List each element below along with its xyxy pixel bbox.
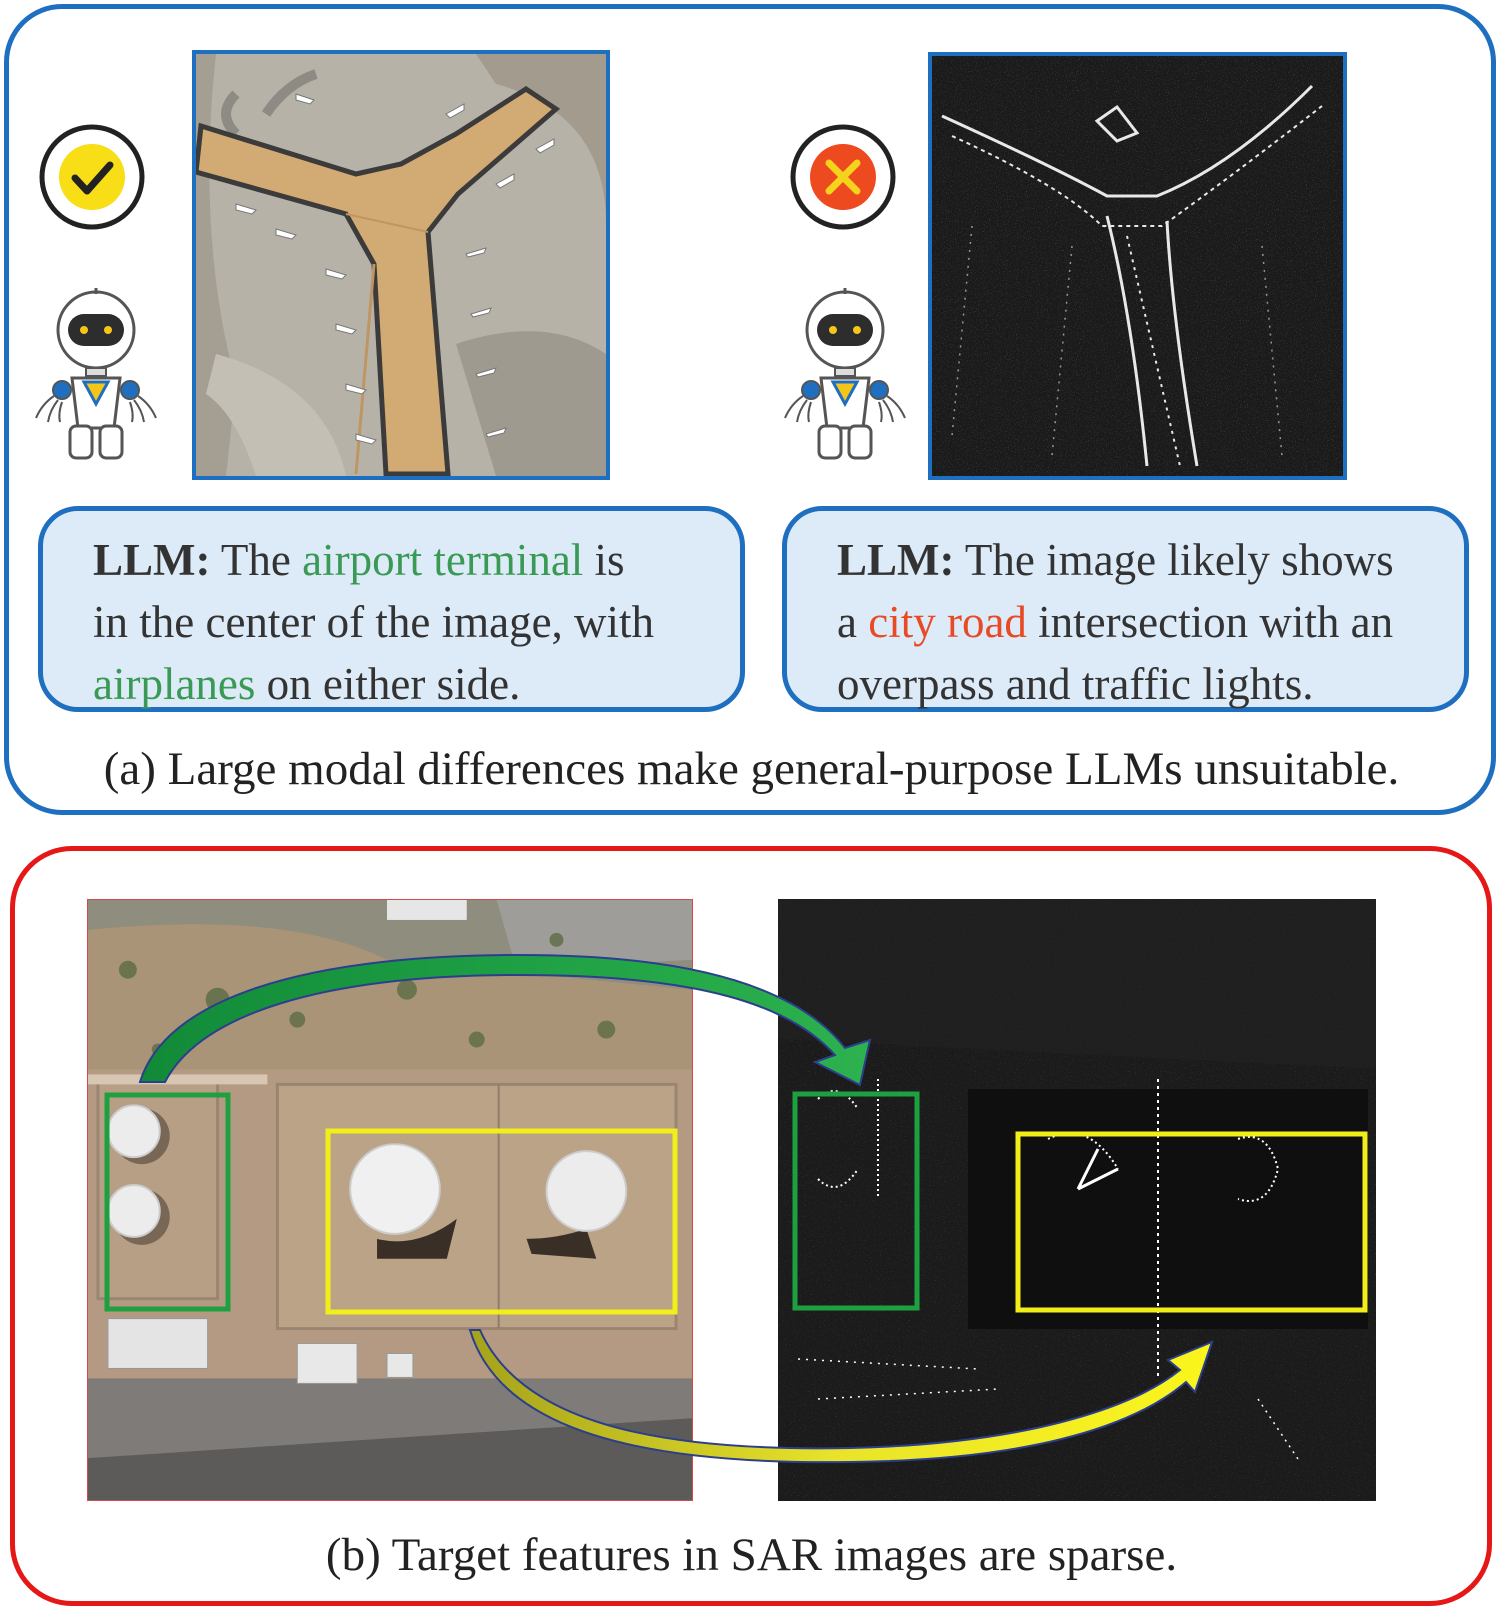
highlight-airplanes: airplanes bbox=[93, 659, 256, 709]
bubble-line: LLM: The airport terminal is bbox=[93, 529, 740, 591]
caption-b: (b) Target features in SAR images are sp… bbox=[325, 1529, 1178, 1581]
robot-icon bbox=[32, 286, 160, 462]
highlight-city-road: city road bbox=[868, 597, 1027, 647]
bubble-line: overpass and traffic lights. bbox=[837, 659, 1314, 709]
text-fragment: The image likely shows bbox=[954, 535, 1394, 585]
optical-airport-image bbox=[192, 50, 610, 480]
check-icon bbox=[37, 122, 147, 232]
llm-response-correct: LLM: The airport terminal is in the cent… bbox=[38, 506, 745, 712]
llm-label: LLM: bbox=[837, 535, 955, 585]
bubble-line: airplanes on either side. bbox=[93, 653, 740, 715]
bubble-line: in the center of the image, with bbox=[93, 597, 655, 647]
text-fragment: a bbox=[837, 597, 869, 647]
sar-airport-image bbox=[928, 52, 1347, 480]
llm-response-wrong: LLM: The image likely shows a city road … bbox=[782, 506, 1469, 712]
optical-tanks-image bbox=[87, 899, 693, 1501]
llm-label: LLM: bbox=[93, 535, 211, 585]
bubble-line: a city road intersection with an bbox=[837, 591, 1464, 653]
caption-a: (a) Large modal differences make general… bbox=[103, 743, 1400, 795]
robot-icon bbox=[781, 286, 909, 462]
text-fragment: on either side. bbox=[255, 659, 521, 709]
bubble-line: LLM: The image likely shows bbox=[837, 529, 1464, 591]
highlight-airport-terminal: airport terminal bbox=[302, 535, 584, 585]
text-fragment: The bbox=[210, 535, 303, 585]
text-fragment: intersection with an bbox=[1026, 597, 1394, 647]
sar-tanks-image bbox=[778, 899, 1376, 1501]
text-fragment: is bbox=[583, 535, 625, 585]
cross-icon bbox=[788, 122, 898, 232]
